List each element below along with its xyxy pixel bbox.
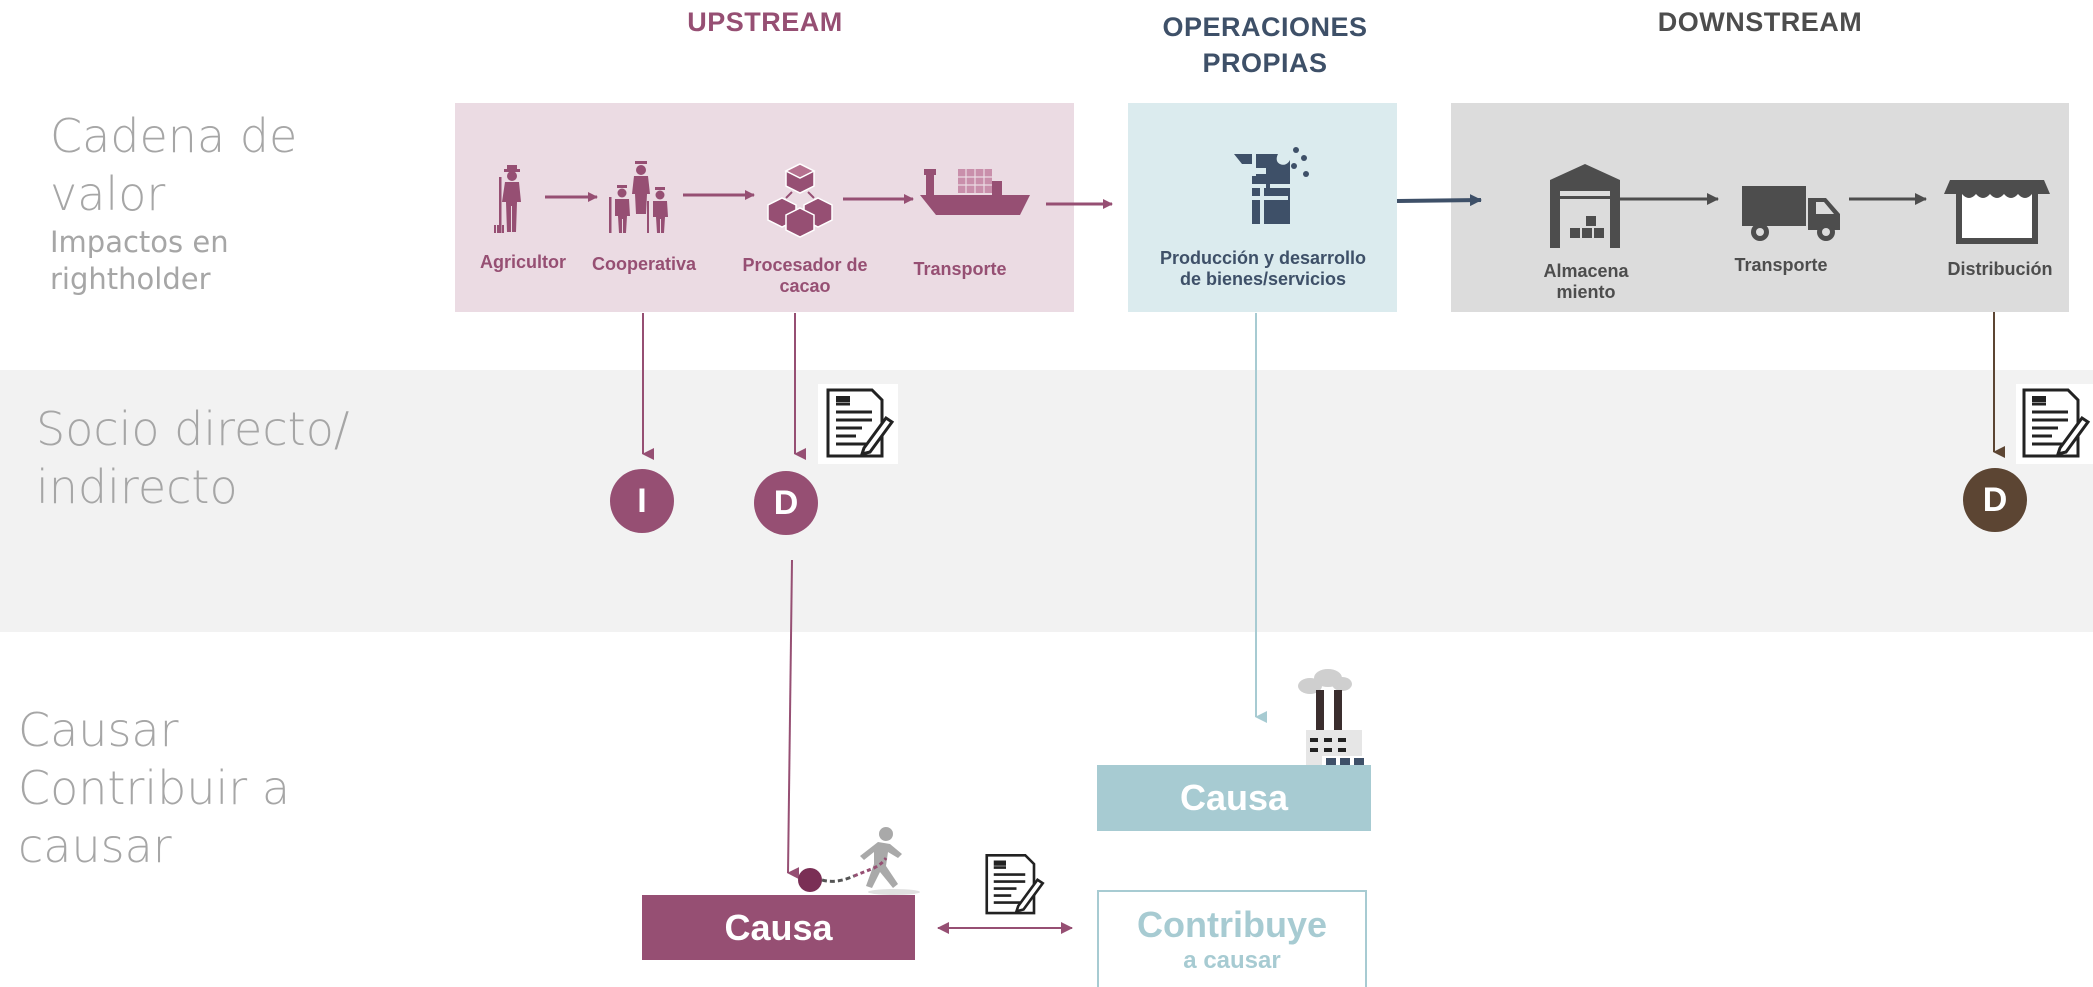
contribute-box: Contribuye a causar bbox=[1097, 890, 1367, 987]
direct-partner-marker-upstream: D bbox=[754, 471, 818, 535]
own-operations-label-line2: de bienes/servicios bbox=[1179, 269, 1347, 289]
value-chain-title-line1: Cadena de bbox=[50, 109, 298, 163]
indirect-partner-marker: I bbox=[610, 469, 674, 533]
contribute-box-line1: Contribuye bbox=[1136, 904, 1327, 945]
downstream-transport-label: Transporte bbox=[1734, 255, 1828, 275]
processor-label: Procesador de cacao bbox=[730, 255, 880, 297]
warehouse-label-line1: Almacena bbox=[1543, 261, 1629, 281]
cooperative-label: Cooperativa bbox=[591, 254, 697, 274]
contract-icon-bottom bbox=[985, 853, 1045, 915]
downstream-heading: DOWNSTREAM bbox=[1657, 7, 1863, 37]
warehouse-icon bbox=[1550, 164, 1620, 248]
own-operations-heading: OPERACIONES PROPIAS bbox=[1120, 9, 1410, 81]
cause-title-line2: Contribuir a bbox=[18, 761, 291, 815]
farmer-icon bbox=[494, 165, 521, 233]
processor-label-line2: cacao bbox=[779, 276, 831, 296]
contribute-box-line2: a causar bbox=[1183, 947, 1281, 974]
own-operations-heading-line1: OPERACIONES bbox=[1162, 12, 1368, 42]
cause-title-line3: causar bbox=[18, 819, 172, 873]
warehouse-label: Almacena miento bbox=[1530, 261, 1642, 303]
upstream-transport-label: Transporte bbox=[913, 259, 1007, 279]
farmer-label: Agricultor bbox=[479, 252, 566, 272]
own-operations-heading-line2: PROPIAS bbox=[1202, 48, 1328, 78]
value-chain-subtitle-line2: rightholder bbox=[50, 262, 211, 296]
storefront-icon bbox=[1944, 180, 2050, 244]
chained-person-icon bbox=[798, 827, 920, 895]
processor-label-line1: Procesador de bbox=[742, 255, 868, 275]
value-chain-subtitle-line1: Impactos en bbox=[50, 225, 229, 259]
partner-title-line2: indirecto bbox=[36, 460, 238, 514]
arrow-direct-to-cause bbox=[787, 559, 800, 880]
own-operations-label-line1: Producción y desarrollo bbox=[1159, 248, 1367, 268]
factory-icon bbox=[1298, 669, 1372, 768]
upstream-cause-box: Causa bbox=[642, 895, 915, 960]
own-operations-cause-box: Causa bbox=[1097, 765, 1371, 831]
direct-partner-marker-downstream: D bbox=[1963, 468, 2027, 532]
arrow-own-ops-to-downstream bbox=[1396, 194, 1482, 207]
cause-title-line1: Causar bbox=[18, 703, 179, 757]
partner-row-band bbox=[0, 370, 2093, 632]
ship-icon bbox=[920, 169, 1030, 215]
contract-icon-downstream bbox=[2016, 384, 2093, 464]
own-operations-label: Producción y desarrollo de bienes/servic… bbox=[1130, 248, 1396, 290]
truck-icon bbox=[1742, 186, 1840, 241]
upstream-heading: UPSTREAM bbox=[687, 7, 843, 37]
cooperative-icon bbox=[609, 161, 668, 233]
partner-title-line1: Socio directo/ bbox=[36, 402, 350, 456]
factory-puzzle-icon bbox=[1234, 147, 1309, 226]
processor-boxes-icon bbox=[767, 163, 833, 238]
value-chain-title-line2: valor bbox=[50, 167, 166, 221]
distribution-label: Distribución bbox=[1947, 259, 2053, 279]
warehouse-label-line2: miento bbox=[1556, 282, 1616, 302]
contract-icon-upstream bbox=[818, 384, 898, 464]
